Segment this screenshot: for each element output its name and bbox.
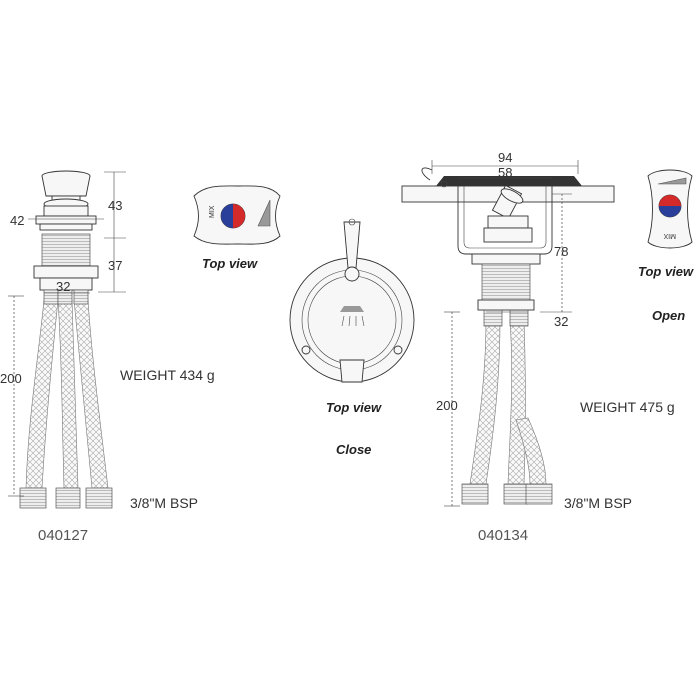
valve-040127: 42 43 37 32 200 WEIGHT 434 g 3/8"M BSP 0… <box>0 170 215 544</box>
flow-wedge-icon <box>657 177 687 185</box>
cold-half <box>221 204 233 228</box>
thread-spec: 3/8"M BSP <box>564 495 632 511</box>
product-code: 040134 <box>478 527 528 544</box>
bsp-fitting <box>503 483 529 505</box>
dim-37: 37 <box>108 258 122 273</box>
dim-200: 200 <box>436 398 458 413</box>
screw-icon <box>301 345 311 355</box>
mix-label: MIX <box>209 205 216 218</box>
dim-200: 200 <box>0 371 22 386</box>
hot-half <box>233 204 245 228</box>
bsp-fitting <box>525 483 553 505</box>
flow-wedge-icon <box>257 199 271 227</box>
state-label: Open <box>652 308 685 323</box>
braided-hoses <box>19 289 113 509</box>
weight-label: WEIGHT 434 g <box>120 367 215 383</box>
cold-half <box>659 206 681 217</box>
dim-42: 42 <box>10 213 24 228</box>
dim-78: 78 <box>554 244 568 259</box>
threaded-body <box>33 215 99 291</box>
screw-icon <box>393 345 403 355</box>
shower-head-icon <box>340 306 365 327</box>
dim-43: 43 <box>108 198 122 213</box>
shower-selector-top-view: Top view Close <box>289 218 415 457</box>
top-view-label: Top view <box>638 264 694 279</box>
push-knob <box>41 170 91 217</box>
thread-spec: 3/8"M BSP <box>130 495 198 511</box>
weight-label: WEIGHT 475 g <box>580 399 675 415</box>
top-view-mix-button-open: MIX Top view Open <box>638 169 694 323</box>
mix-label: MIX <box>663 232 676 239</box>
top-view-label: Top view <box>326 400 382 415</box>
top-view-mix-button: MIX Top view <box>193 185 281 271</box>
top-view-label: Top view <box>202 256 258 271</box>
braided-hoses <box>461 309 553 505</box>
bsp-fitting <box>55 487 81 509</box>
dim-58: 58 <box>498 165 512 180</box>
joystick-lever <box>483 184 533 243</box>
bsp-fitting <box>461 483 489 505</box>
dim-32: 32 <box>56 279 70 294</box>
dim-32: 32 <box>554 314 568 329</box>
bsp-fitting <box>85 487 113 509</box>
valve-040134: 94 58 78 32 200 WEIGHT 475 g 3/8"M BSP 0… <box>401 150 675 544</box>
bsp-fitting <box>19 487 47 509</box>
product-code: 040127 <box>38 527 88 544</box>
hot-half <box>659 195 681 206</box>
state-label: Close <box>336 442 371 457</box>
flange-plate <box>436 176 582 186</box>
dim-94: 94 <box>498 150 512 165</box>
